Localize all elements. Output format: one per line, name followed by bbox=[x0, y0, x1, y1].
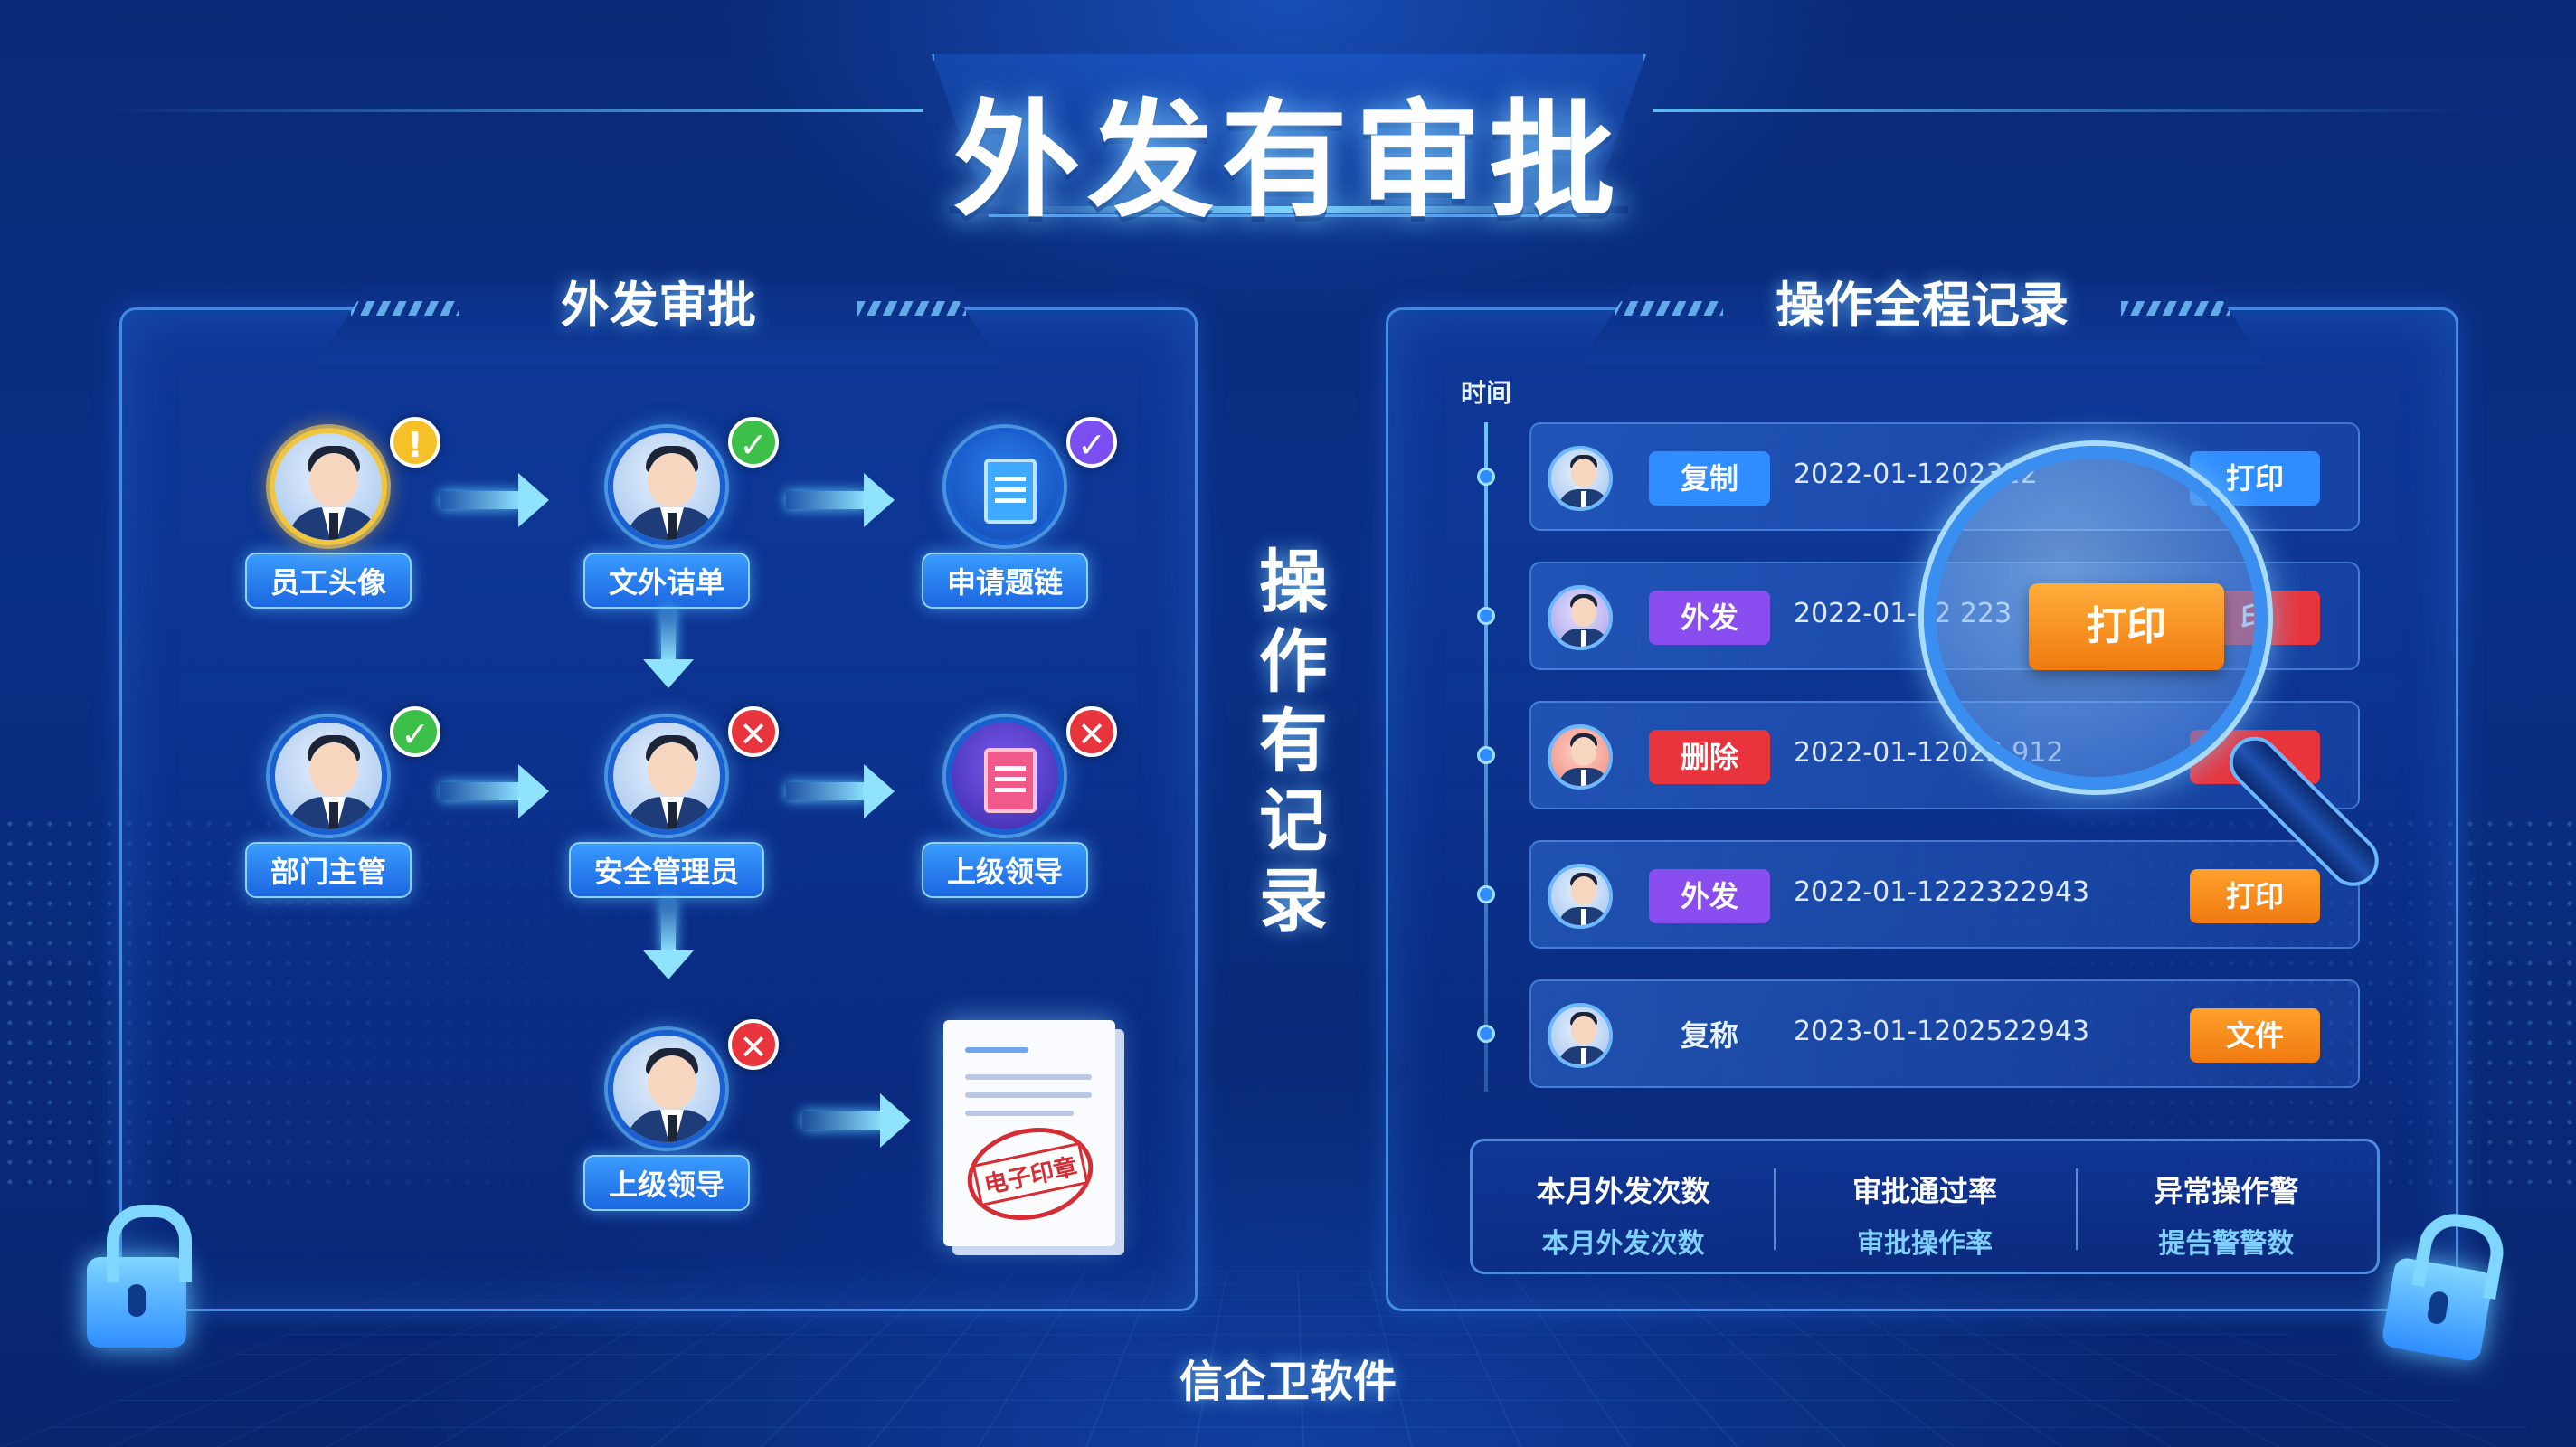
panel-tab bbox=[1578, 283, 2266, 364]
stats-bar: 本月外发次数 本月外发次数 审批通过率 审批操作率 异常操作警 提告警警数 bbox=[1470, 1139, 2380, 1274]
flow-node-label: 上级领导 bbox=[921, 842, 1088, 898]
arrow-right-icon bbox=[440, 473, 549, 527]
arrow-down-icon bbox=[643, 900, 694, 979]
flow-node-security-admin[interactable]: 安全管理员 bbox=[567, 717, 766, 898]
approval-panel-title: 外发审批 bbox=[561, 277, 756, 334]
user-avatar bbox=[1548, 1003, 1613, 1068]
stat-title: 审批通过率 bbox=[1852, 1174, 1997, 1208]
flow-node-label: 申请题链 bbox=[921, 553, 1088, 609]
close-icon: ✕ bbox=[728, 706, 779, 757]
action-tag: 外发 bbox=[1649, 869, 1770, 923]
magnifier-icon: 打印 bbox=[1924, 446, 2268, 790]
check-icon: ✓ bbox=[390, 706, 440, 757]
timeline bbox=[1477, 422, 1495, 1092]
close-icon: ✕ bbox=[1066, 706, 1117, 757]
lock-icon bbox=[87, 1205, 192, 1348]
document-icon bbox=[946, 428, 1064, 545]
timeline-dot bbox=[1477, 1025, 1495, 1043]
employee-avatar bbox=[270, 428, 387, 545]
record-time: 2023-01-1202522943 bbox=[1794, 1016, 2090, 1047]
stat-sub: 审批操作率 bbox=[1856, 1228, 1993, 1260]
arrow-right-icon bbox=[786, 473, 895, 527]
tab-stripes-right bbox=[2121, 301, 2230, 316]
stat-monthly-outgoing: 本月外发次数 本月外发次数 bbox=[1473, 1141, 1774, 1272]
center-vertical-title: 操作有记录 bbox=[1259, 542, 1328, 941]
record-row[interactable]: 复称 2023-01-1202522943 文件 bbox=[1530, 979, 2360, 1088]
flow-node-application[interactable]: 申请题链 bbox=[905, 428, 1104, 609]
timeline-dot bbox=[1477, 885, 1495, 903]
stamped-document[interactable]: 电子印章 bbox=[943, 1020, 1115, 1246]
arrow-right-icon bbox=[802, 1093, 911, 1148]
record-row[interactable]: 外发 2022-01-1222322943 打印 bbox=[1530, 840, 2360, 949]
header-line-left bbox=[109, 109, 923, 112]
document-icon bbox=[946, 717, 1064, 835]
close-icon: ✕ bbox=[728, 1019, 779, 1070]
flow-node-label: 员工头像 bbox=[244, 553, 412, 609]
manager-avatar bbox=[270, 717, 387, 835]
flow-node-employee[interactable]: 员工头像 bbox=[229, 428, 428, 609]
check-icon: ✓ bbox=[1066, 417, 1117, 468]
user-avatar bbox=[1548, 864, 1613, 929]
page-title: 外发有审批 bbox=[952, 88, 1623, 235]
tab-stripes-right bbox=[857, 301, 966, 316]
flow-node-superior-2[interactable]: 上级领导 bbox=[567, 1030, 766, 1211]
panel-tab bbox=[315, 283, 1002, 364]
stat-sub: 提告警警数 bbox=[2158, 1228, 2295, 1260]
flow-node-label: 部门主管 bbox=[244, 842, 412, 898]
flow-node-label: 安全管理员 bbox=[568, 842, 764, 898]
check-icon: ✓ bbox=[728, 417, 779, 468]
pending-icon: ! bbox=[390, 417, 440, 468]
arrow-right-icon bbox=[440, 764, 549, 818]
user-avatar bbox=[1548, 446, 1613, 511]
stat-sub: 本月外发次数 bbox=[1541, 1228, 1705, 1260]
record-time: 2022-01-1222322943 bbox=[1794, 876, 2090, 908]
flow-node-label: 上级领导 bbox=[582, 1155, 750, 1211]
user-avatar bbox=[1548, 724, 1613, 790]
action-tag: 外发 bbox=[1649, 591, 1770, 645]
flow-node-label: 文外诘单 bbox=[582, 553, 750, 609]
timeline-dot bbox=[1477, 607, 1495, 625]
tab-stripes-left bbox=[1615, 301, 1723, 316]
stat-title: 本月外发次数 bbox=[1536, 1174, 1710, 1208]
stat-approval-rate: 审批通过率 审批操作率 bbox=[1774, 1141, 2075, 1272]
approval-panel: 外发审批 员工头像 ! 文外诘单 ✓ 申请题链 ✓ 部门主管 ✓ 安全管理员 ✕ bbox=[119, 277, 1198, 1311]
timeline-dot bbox=[1477, 746, 1495, 764]
action-tag: 复称 bbox=[1680, 1018, 1738, 1053]
time-column-header: 时间 bbox=[1461, 378, 1512, 408]
arrow-down-icon bbox=[643, 609, 694, 688]
header-glow bbox=[950, 206, 1628, 213]
record-row[interactable]: 复制 2022-01-1202322 打印 bbox=[1530, 422, 2360, 531]
action-tag: 复制 bbox=[1649, 451, 1770, 506]
print-button[interactable]: 打印 bbox=[2190, 869, 2320, 923]
reviewer-avatar bbox=[608, 428, 725, 545]
header: 外发有审批 bbox=[0, 0, 2576, 235]
magnified-print-button[interactable]: 打印 bbox=[2029, 583, 2224, 670]
brand-footer: 信企卫软件 bbox=[1179, 1357, 1397, 1407]
leader-avatar bbox=[608, 1030, 725, 1148]
stat-title: 异常操作警 bbox=[2154, 1174, 2299, 1208]
arrow-right-icon bbox=[786, 764, 895, 818]
timeline-dot bbox=[1477, 468, 1495, 486]
stat-abnormal-alerts: 异常操作警 提告警警数 bbox=[2075, 1141, 2377, 1272]
record-panel-title: 操作全程记录 bbox=[1776, 277, 2069, 334]
flow-node-dept-manager[interactable]: 部门主管 bbox=[229, 717, 428, 898]
seal-stamp: 电子印章 bbox=[959, 1116, 1102, 1232]
file-button[interactable]: 文件 bbox=[2190, 1008, 2320, 1063]
record-panel: 操作全程记录 时间 复制 2022-01-1202322 打印 外发 2022-… bbox=[1386, 277, 2458, 1311]
flow-node-external-form[interactable]: 文外诘单 bbox=[567, 428, 766, 609]
flow-node-superior[interactable]: 上级领导 bbox=[905, 717, 1104, 898]
action-tag: 删除 bbox=[1649, 730, 1770, 784]
seal-stamp-text: 电子印章 bbox=[971, 1141, 1089, 1206]
tab-stripes-left bbox=[351, 301, 459, 316]
user-avatar bbox=[1548, 585, 1613, 650]
admin-avatar bbox=[608, 717, 725, 835]
